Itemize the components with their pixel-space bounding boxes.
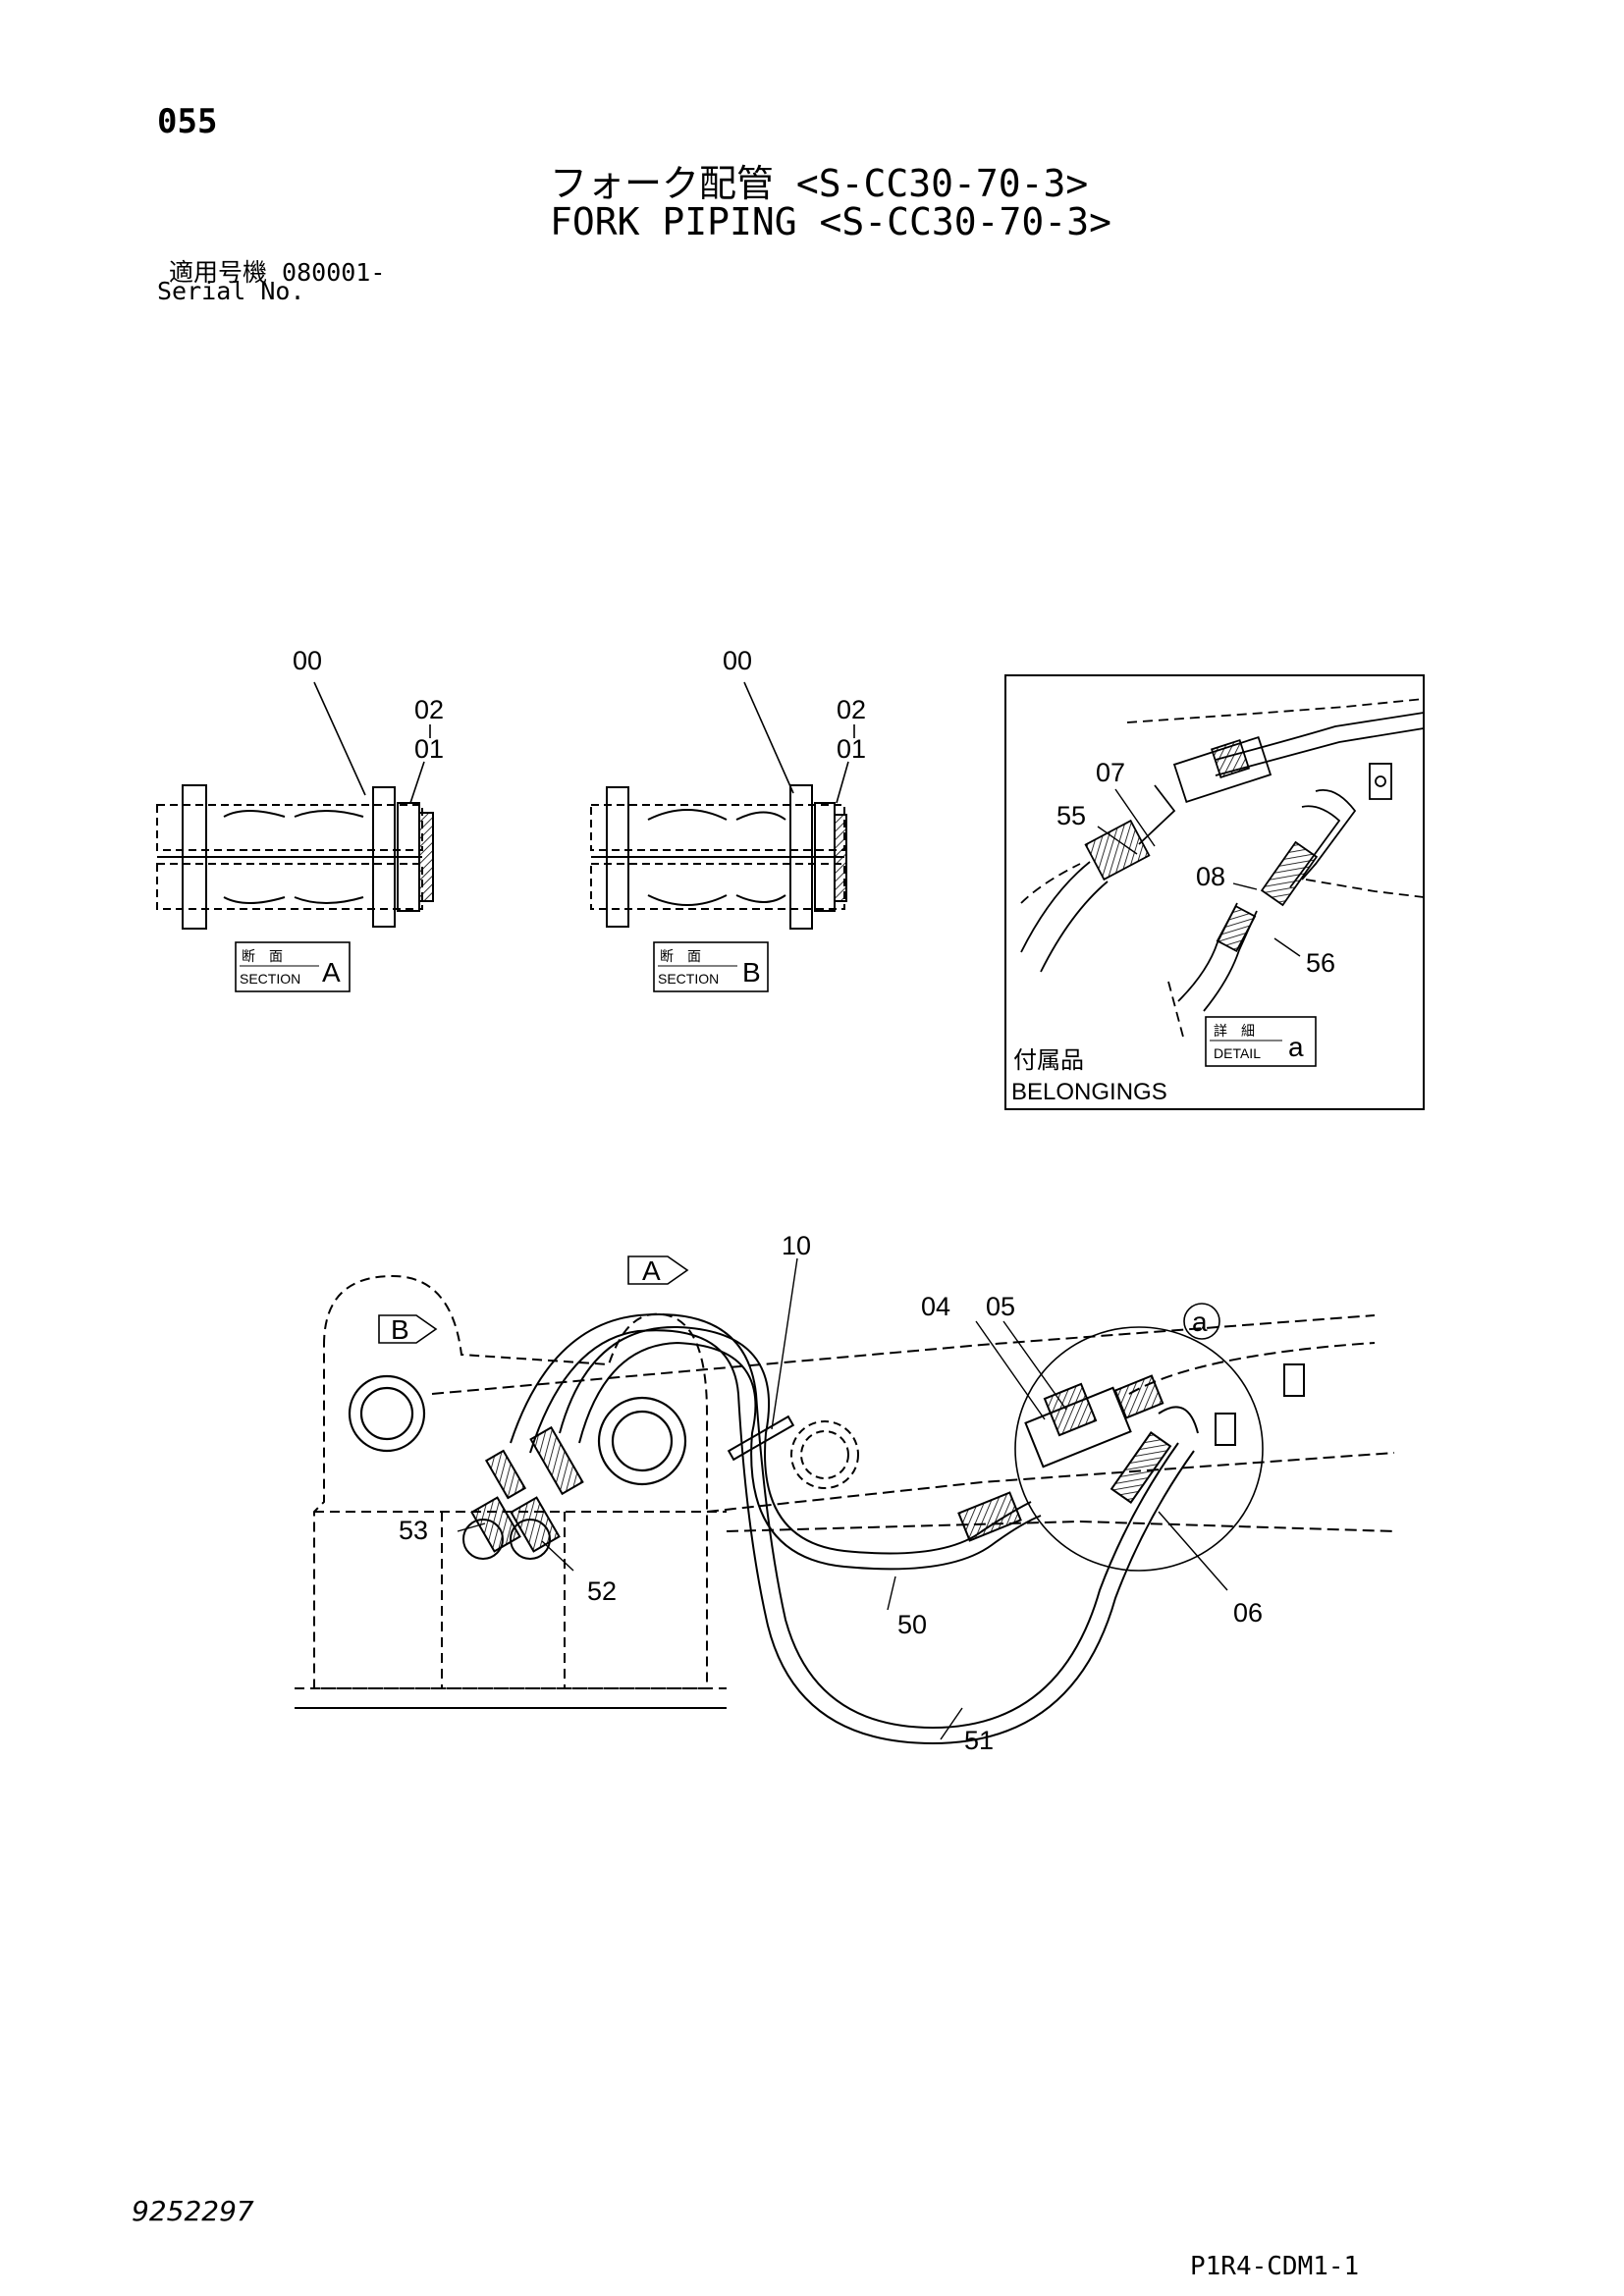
section-b-callout-01: 01 (837, 734, 866, 764)
detail-marker-a-letter: a (1192, 1307, 1208, 1337)
section-a-label: 断 面 SECTION A (235, 941, 351, 992)
section-a-view (156, 681, 434, 930)
section-b-letter: B (742, 957, 761, 988)
detail-a-letter: a (1288, 1032, 1304, 1062)
belongings-jp: 付属品 (1013, 1047, 1084, 1074)
main-callout-52: 52 (587, 1576, 617, 1606)
section-a-letter: A (322, 957, 341, 988)
section-b-label: 断 面 SECTION B (653, 941, 769, 992)
view-marker-a-letter: A (642, 1255, 661, 1286)
detail-a-callout-56: 56 (1306, 948, 1335, 978)
serial-label-english: Serial No. (157, 277, 305, 305)
main-callout-51: 51 (964, 1726, 994, 1755)
detail-a-label-jp: 詳 細 (1214, 1023, 1255, 1039)
section-b-label-jp: 断 面 (660, 948, 701, 964)
detail-marker-a: a (1183, 1303, 1220, 1340)
main-callout-06: 06 (1233, 1598, 1263, 1628)
detail-a-frame (1004, 674, 1425, 1110)
section-a-label-en: SECTION (240, 971, 300, 987)
main-callout-53: 53 (399, 1516, 428, 1545)
page-number: 055 (157, 102, 218, 141)
section-b-callout-00: 00 (723, 646, 752, 675)
belongings-en: BELONGINGS (1011, 1079, 1167, 1105)
section-b-label-en: SECTION (658, 971, 719, 987)
section-a-label-jp: 断 面 (242, 948, 283, 964)
section-b-callout-02: 02 (837, 695, 866, 724)
view-marker-b: B (378, 1314, 438, 1345)
section-a-callout-00: 00 (293, 646, 322, 675)
main-callout-04: 04 (921, 1292, 950, 1321)
document-number: 9252297 (132, 2195, 254, 2227)
title-english: FORK PIPING <S-CC30-70-3> (550, 200, 1111, 243)
section-a-callout-01: 01 (414, 734, 444, 764)
view-marker-a: A (627, 1255, 689, 1286)
detail-a-view (1020, 698, 1425, 1041)
detail-a-callout-08: 08 (1196, 862, 1225, 891)
detail-a-callout-55: 55 (1056, 801, 1086, 830)
main-callout-10: 10 (782, 1231, 811, 1260)
section-b-view (590, 681, 855, 930)
serial-range-japanese: 適用号機 080001- (169, 258, 386, 287)
detail-a-label-en: DETAIL (1214, 1045, 1261, 1061)
detail-a-label: 詳 細 DETAIL a (1205, 1016, 1317, 1067)
main-callout-50: 50 (897, 1610, 927, 1639)
section-a-callout-02: 02 (414, 695, 444, 724)
main-callout-05: 05 (986, 1292, 1015, 1321)
page-code: P1R4-CDM1-1 (1190, 2252, 1360, 2281)
view-marker-b-letter: B (391, 1314, 409, 1345)
detail-a-callout-07: 07 (1096, 758, 1125, 787)
main-view (295, 1257, 1395, 1745)
title-japanese: フォーク配管 <S-CC30-70-3> (550, 162, 1089, 205)
